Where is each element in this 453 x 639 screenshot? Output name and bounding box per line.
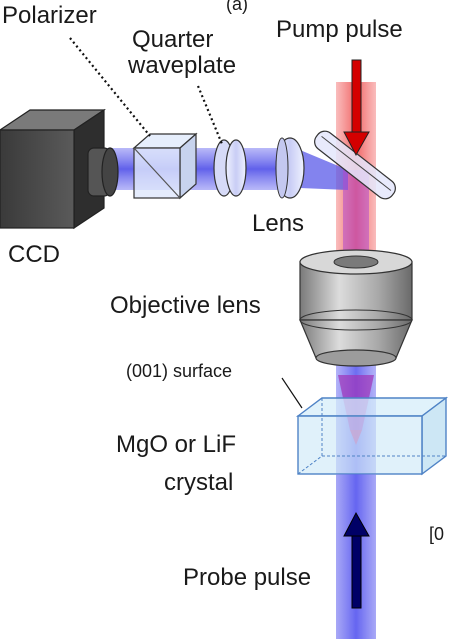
panel-label-partial: (a)	[226, 0, 248, 14]
crystal-label-line1: MgO or LiF	[116, 431, 236, 458]
probe-pulse-label: Probe pulse	[183, 564, 311, 591]
objective-lens-label: Objective lens	[110, 292, 261, 319]
polarizer-cube	[132, 132, 198, 200]
ccd-label: CCD	[8, 241, 60, 268]
dichroic-mirror	[314, 130, 396, 200]
crystal-label-line2: crystal	[164, 469, 233, 496]
pump-pulse-label: Pump pulse	[276, 16, 403, 43]
objective-lens	[299, 249, 413, 367]
quarter-waveplate	[213, 139, 247, 197]
pump-arrow-icon	[343, 59, 370, 157]
lens-label: Lens	[252, 210, 304, 237]
lens	[275, 137, 305, 199]
polarizer-label: Polarizer	[2, 2, 97, 29]
leader-lines	[69, 37, 224, 145]
direction-label-partial: [0	[429, 524, 444, 544]
surface-label: (001) surface	[126, 361, 232, 381]
crystal-block	[295, 396, 449, 476]
quarter-label: Quarter	[132, 26, 213, 53]
surface-leader-line	[281, 377, 303, 409]
probe-arrow-icon	[343, 511, 370, 609]
waveplate-label: waveplate	[127, 52, 236, 79]
ccd-camera	[0, 108, 119, 230]
